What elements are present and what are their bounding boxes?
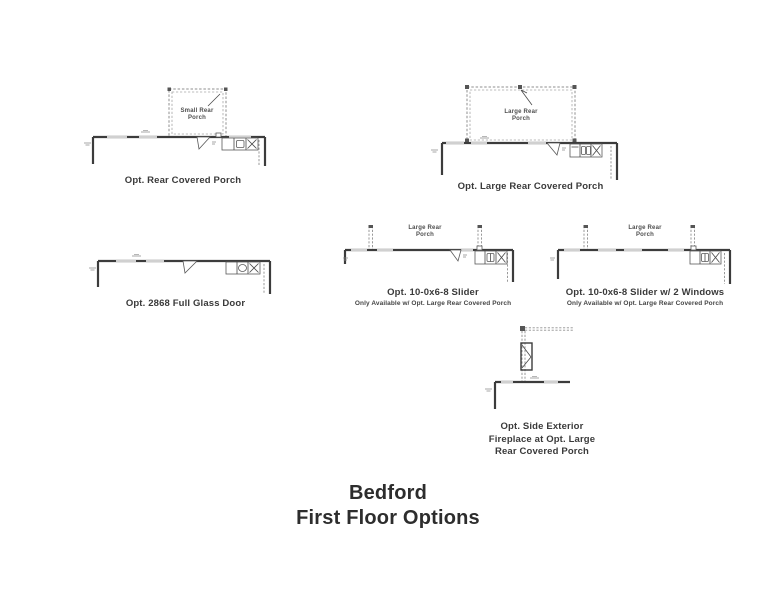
caption-slider: Opt. 10-0x6-8 Slider [387, 287, 479, 298]
diagram-10-0x6-8-slider: Large Rear Porch Opt. 10-0x6-8 Slider On… [343, 222, 523, 314]
caption-rear-covered-porch: Opt. Rear Covered Porch [124, 175, 242, 186]
slider-2-windows-plan [550, 225, 732, 284]
porch-outline [465, 85, 577, 144]
sheet-title: Bedford First Floor Options [0, 481, 776, 531]
range-x [592, 145, 601, 156]
exterior-wall [343, 248, 515, 282]
sink [238, 264, 247, 272]
caption-side-fireplace: Opt. Side Exterior Fireplace at Opt. Lar… [488, 421, 596, 457]
kitchen-counter [689, 245, 722, 265]
exterior-wall [91, 135, 267, 166]
kitchen-counter [225, 261, 261, 275]
fireplace-box [520, 342, 533, 371]
exterior-wall [440, 141, 619, 180]
dimension-mark [550, 257, 555, 261]
door-note-mark [463, 254, 467, 258]
subtitle-slider: Only Available w/ Opt. Large Rear Covere… [354, 300, 512, 307]
diagram-2868-full-glass-door: Opt. 2868 Full Glass Door [88, 248, 283, 312]
plan-name: Bedford [348, 482, 428, 504]
kitchen-counter [569, 143, 603, 158]
dimension-mark [485, 375, 539, 392]
diagram-rear-covered-porch: Small Rear Porch Opt. Rear Covered Porch [83, 86, 283, 191]
subtitle-slider-2-windows: Only Available w/ Opt. Large Rear Covere… [566, 300, 724, 307]
door-swing [196, 136, 211, 150]
caption-2868-full-glass-door: Opt. 2868 Full Glass Door [125, 298, 246, 309]
door-swing [182, 260, 198, 274]
porch-label: Large Rear Porch [504, 109, 538, 122]
sink-basin [586, 146, 591, 155]
exterior-wall [556, 248, 732, 284]
caption-large-rear-covered-porch: Opt. Large Rear Covered Porch [457, 181, 604, 192]
dimension-mark [343, 257, 348, 261]
porch-label: Large Rear Porch [408, 225, 442, 238]
full-glass-door-plan [89, 253, 272, 294]
dimension-mark [89, 253, 141, 271]
side-fireplace-plan [485, 326, 573, 409]
range-x [249, 263, 259, 273]
exterior-wall [493, 380, 570, 409]
range-x [711, 252, 720, 263]
sheet-subtitle: First Floor Options [296, 507, 480, 529]
door-swing [449, 249, 462, 262]
ceiling-marker [520, 89, 533, 106]
porch-screen-edge [520, 326, 573, 381]
sink [236, 140, 245, 148]
slider-plan [343, 225, 515, 282]
rear-covered-porch-plan [84, 87, 267, 166]
large-rear-covered-porch-plan [431, 85, 619, 180]
door-note-mark [212, 141, 216, 145]
range-x [247, 139, 257, 149]
dimension-mark [84, 129, 150, 146]
door-note-mark [562, 147, 566, 151]
dimension-mark [431, 135, 489, 153]
porch-label: Small Rear Porch [180, 108, 214, 121]
diagram-large-rear-covered-porch: Large Rear Porch Opt. Large Rear Covered… [428, 84, 633, 196]
diagram-10-0x6-8-slider-2-windows: Large Rear Porch Opt. 10-0x6-8 Slider w/… [550, 222, 740, 316]
range-x [497, 252, 506, 263]
kitchen-counter [215, 132, 259, 151]
ceiling-marker [207, 93, 221, 107]
diagram-side-exterior-fireplace: Opt. Side Exterior Fireplace at Opt. Lar… [478, 325, 606, 460]
kitchen-counter [474, 245, 508, 265]
sink-basin [581, 146, 586, 155]
porch-label: Large Rear Porch [628, 225, 662, 238]
caption-slider-2-windows: Opt. 10-0x6-8 Slider w/ 2 Windows [565, 287, 725, 298]
porch-side-edge [521, 331, 526, 381]
door-swing [546, 142, 561, 156]
